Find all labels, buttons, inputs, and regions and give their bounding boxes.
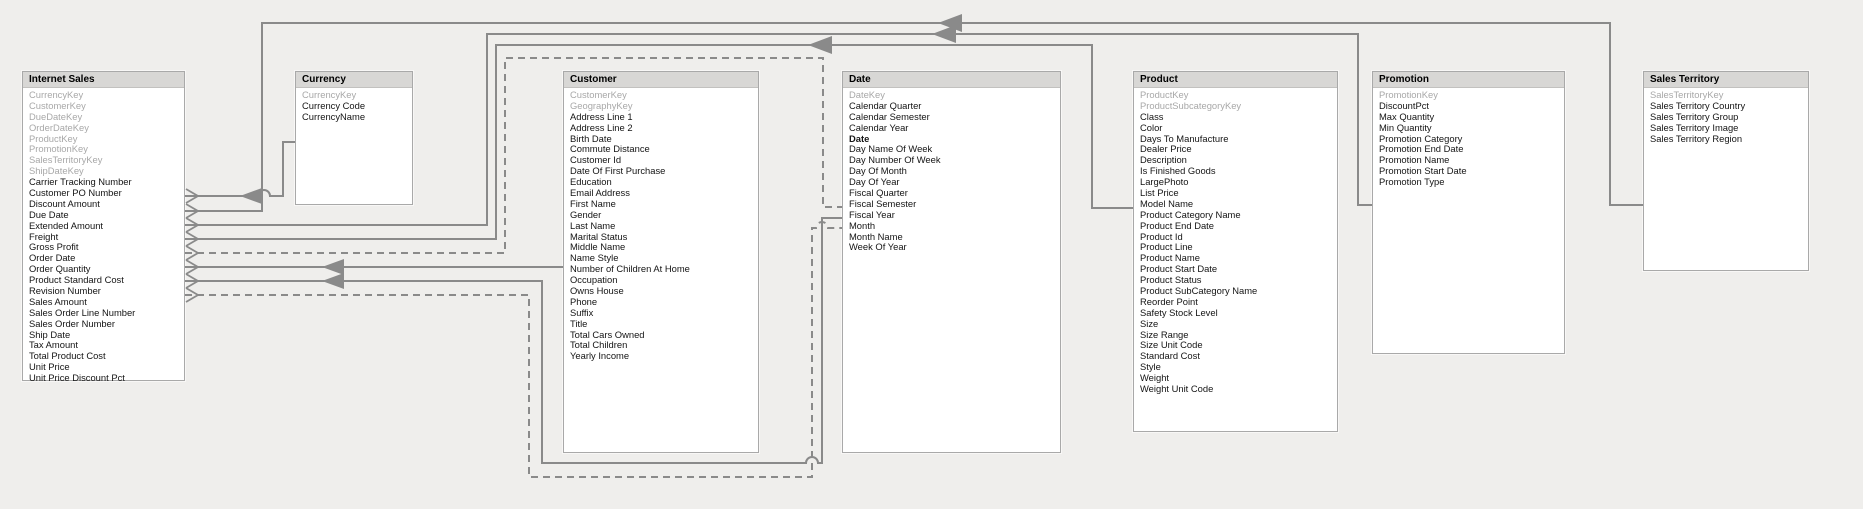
relationship-line-date-inactive-2[interactable] [185,222,842,477]
arrow-left-icon [240,188,262,204]
arrow-left-icon [808,36,832,54]
relationship-line-sales-territory[interactable] [185,23,1643,211]
relationship-line-date-active[interactable] [185,218,842,463]
arrow-left-icon [322,259,344,275]
arrow-left-icon [932,25,956,43]
relationship-line-promotion[interactable] [185,34,1372,225]
relationship-line-product[interactable] [185,45,1133,239]
arrow-left-icon [322,273,344,289]
relationship-line-currency[interactable] [185,142,295,196]
crows-foot-icon [186,189,198,302]
